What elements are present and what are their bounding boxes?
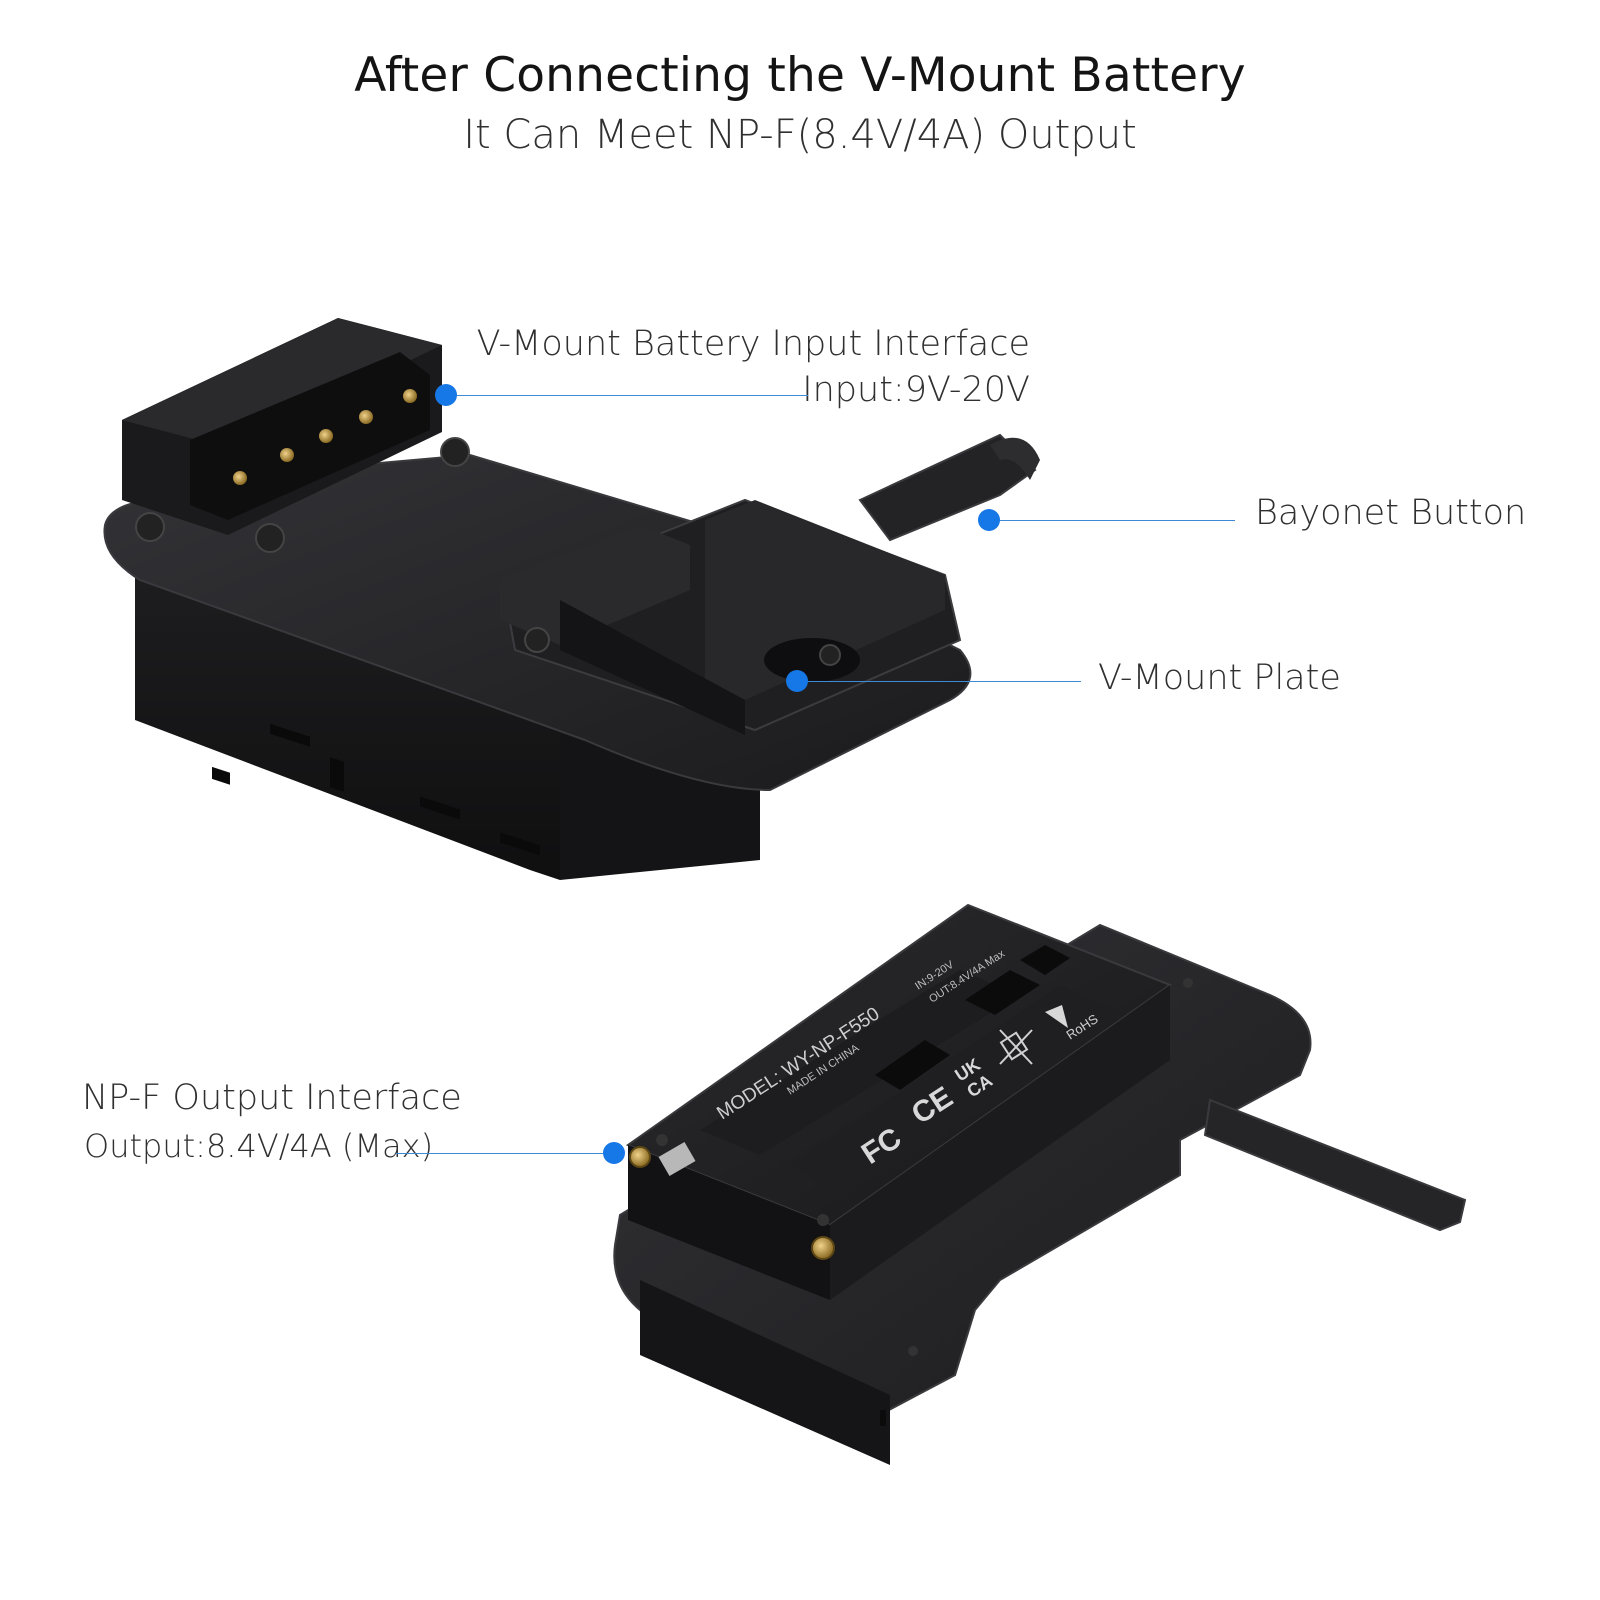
bottom-device-lower-slab — [640, 1280, 890, 1465]
vmount-plate — [500, 498, 962, 735]
vmount-plate-title: V-Mount Plate — [1098, 658, 1341, 698]
bayonet-title: Bayonet Button — [1255, 493, 1527, 533]
npf-slot-icon — [875, 1040, 950, 1090]
screw-icon — [819, 644, 841, 666]
vmount-input-leader-line — [446, 395, 808, 396]
npf-slot-icon — [965, 970, 1040, 1015]
input-pin-1 — [233, 471, 247, 485]
npf-block-front — [628, 1145, 830, 1300]
vmount-input-detail: Input:9V-20V — [802, 370, 1030, 410]
input-pin-5 — [403, 389, 417, 403]
screw-icon — [255, 523, 285, 553]
vmount-wedge-right — [705, 500, 945, 700]
npf-output-detail: Output:8.4V/4A (Max) — [84, 1127, 434, 1165]
vmount-plate-marker-dot — [786, 670, 808, 692]
screw-icon — [524, 627, 550, 653]
output-contact-icon — [658, 1141, 696, 1177]
input-pin-2 — [280, 448, 294, 462]
top-device-ribs — [212, 723, 540, 856]
top-device-lower-body — [135, 560, 560, 880]
screw-icon — [1183, 978, 1193, 988]
v-logo-icon — [1045, 1005, 1068, 1028]
npf-block-side — [830, 985, 1170, 1300]
npf-output-marker-dot — [603, 1142, 625, 1164]
screw-icon — [440, 437, 470, 467]
vmount-plate-leader-line — [797, 681, 1081, 682]
top-device — [103, 318, 1040, 880]
bayonet-leader-line — [989, 520, 1235, 521]
output-terminal-icon — [811, 1236, 835, 1260]
input-pin-4 — [359, 410, 373, 424]
bottom-bayonet-lever — [1203, 1098, 1467, 1232]
screw-icon — [135, 512, 165, 542]
output-terminal-icon — [629, 1146, 651, 1168]
page-title: After Connecting the V-Mount Battery — [354, 48, 1246, 103]
vmount-wedge-left — [500, 525, 690, 645]
screw-icon — [908, 1346, 918, 1356]
page-subtitle: It Can Meet NP-F(8.4V/4A) Output — [463, 112, 1137, 158]
latch-slot-icon — [880, 1410, 886, 1426]
npf-output-leader-line — [396, 1153, 614, 1154]
vmount-input-title: V-Mount Battery Input Interface — [476, 324, 1030, 364]
vmount-input-marker-dot — [435, 384, 457, 406]
screw-icon — [817, 1214, 829, 1226]
bayonet-lever — [858, 433, 1040, 542]
bottom-device: MODEL: WY-NP-F550 MADE IN CHINA IN:9-20V… — [613, 903, 1467, 1465]
screw-icon — [656, 1134, 668, 1146]
weee-bin-icon — [999, 1029, 1033, 1065]
input-pin-3 — [319, 429, 333, 443]
bayonet-marker-dot — [978, 509, 1000, 531]
vmount-input-connector — [122, 318, 470, 553]
npf-output-title: NP-F Output Interface — [82, 1078, 462, 1118]
npf-slot-icon — [1020, 945, 1070, 975]
